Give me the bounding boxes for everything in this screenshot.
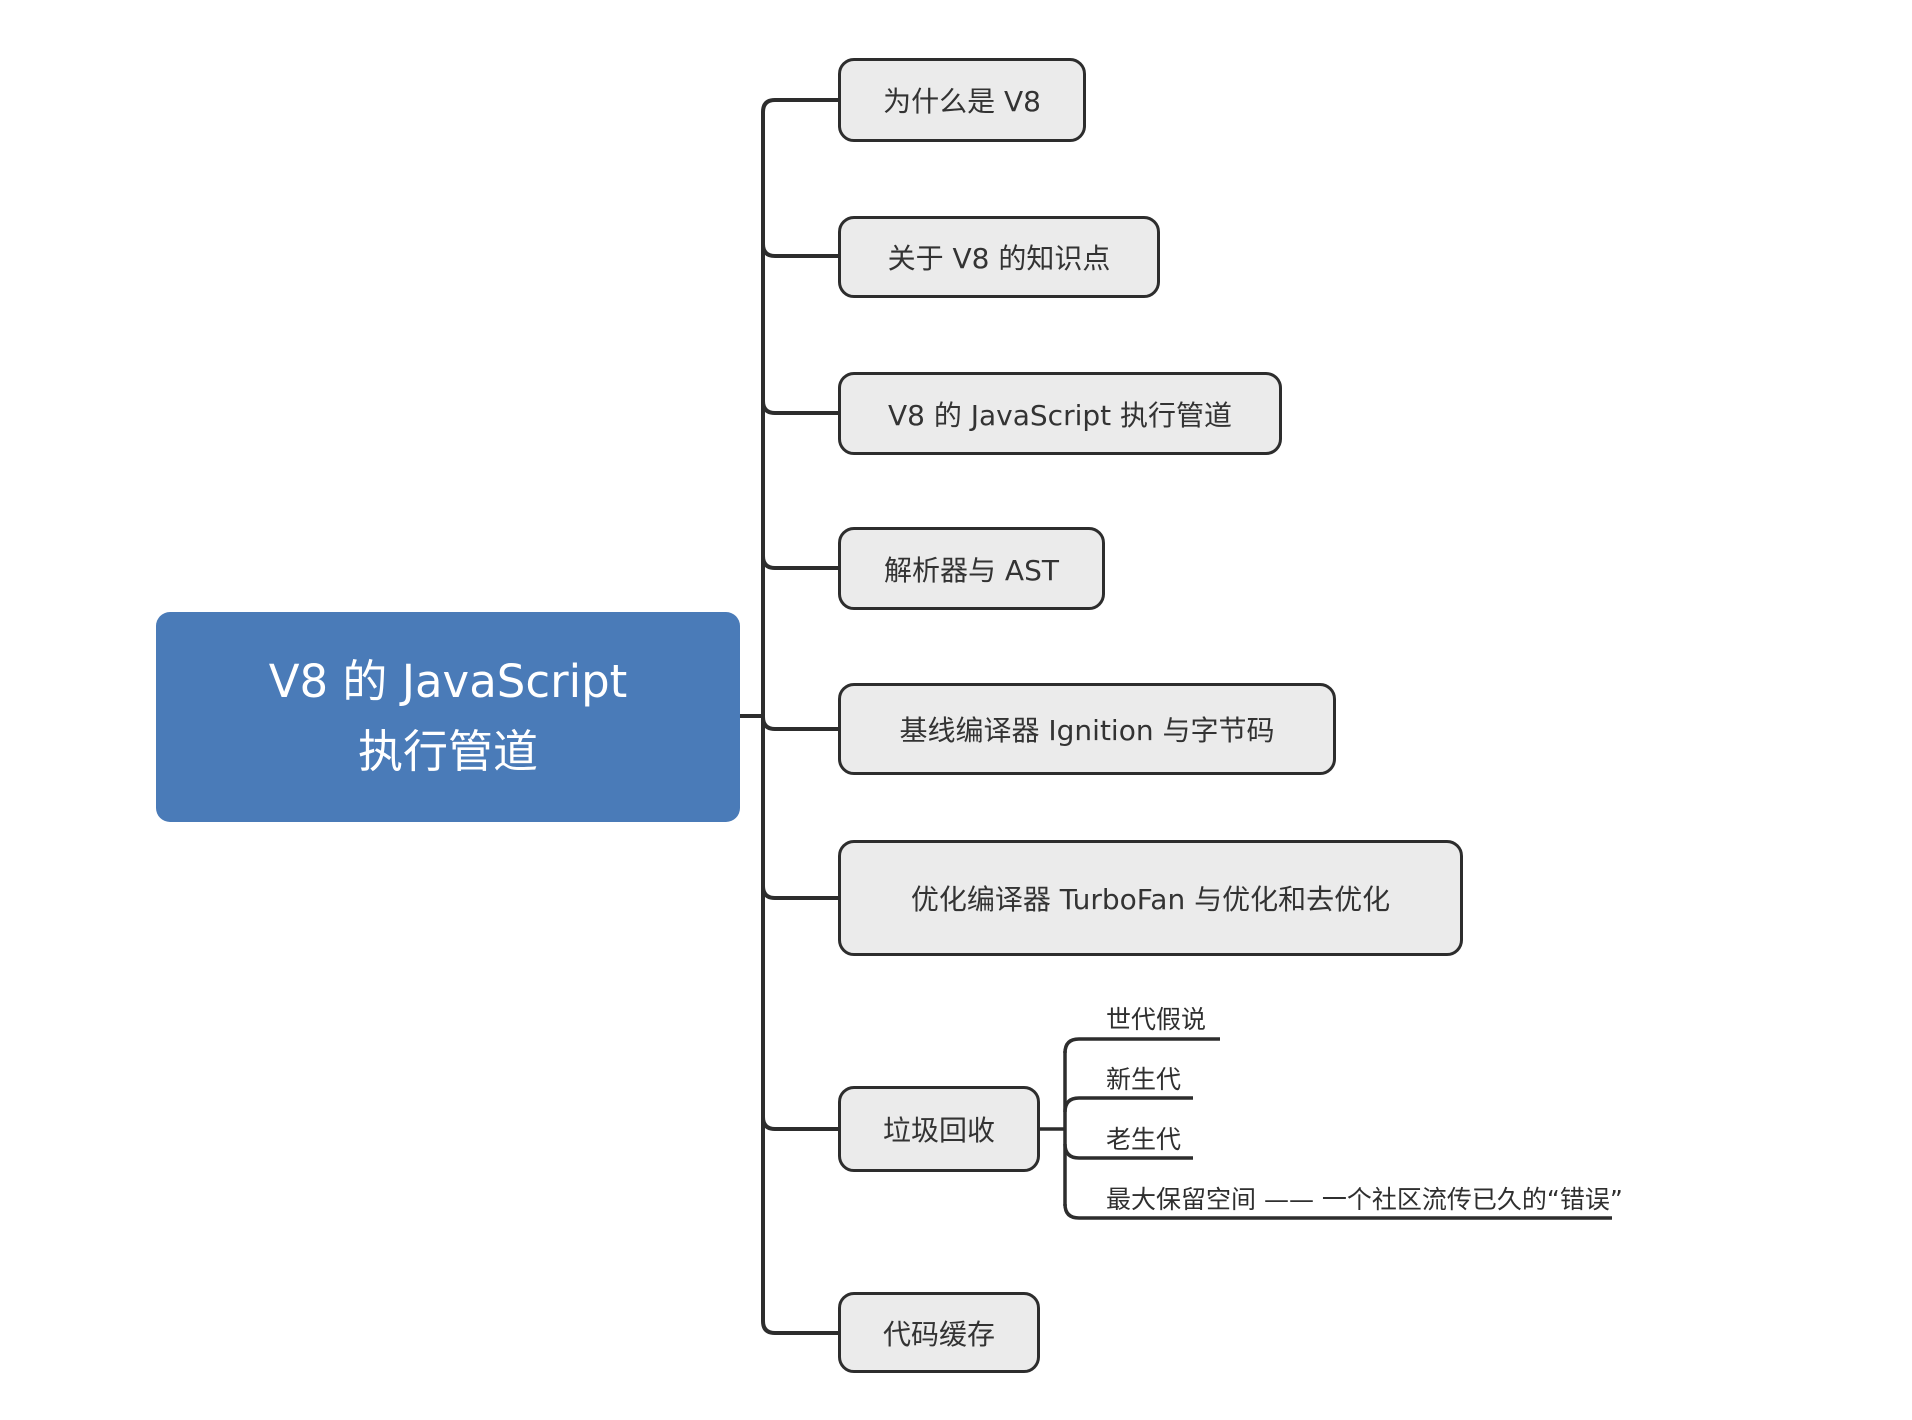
branch-label: 关于 V8 的知识点 bbox=[887, 242, 1111, 275]
branch-label: 代码缓存 bbox=[882, 1317, 995, 1351]
branch-stub-about-v8 bbox=[761, 243, 838, 258]
gc-child-old-space[interactable]: 老生代 bbox=[1106, 1125, 1182, 1154]
gc-child-underline-old-space bbox=[1063, 1143, 1193, 1160]
branch-stub-pipeline bbox=[761, 400, 838, 415]
gc-child-underline-new-space bbox=[1063, 1096, 1193, 1113]
branch-label: 解析器与 AST bbox=[884, 553, 1059, 587]
gc-child-underline-max-reserved-space bbox=[1063, 1203, 1612, 1220]
root-label-line2: 执行管道 bbox=[357, 725, 538, 778]
gc-child-new-space[interactable]: 新生代 bbox=[1106, 1065, 1182, 1094]
branch-stub-turbofan bbox=[761, 885, 838, 900]
branch-node-about-v8[interactable]: 关于 V8 的知识点 bbox=[838, 216, 1160, 298]
gc-child-max-reserved-space[interactable]: 最大保留空间 —— 一个社区流传已久的“错误” bbox=[1106, 1185, 1623, 1214]
branch-node-code-cache[interactable]: 代码缓存 bbox=[838, 1292, 1040, 1373]
gc-child-generational-hypothesis[interactable]: 世代假说 bbox=[1106, 1005, 1207, 1034]
branch-node-turbofan-optimization[interactable]: 优化编译器 TurboFan 与优化和去优化 bbox=[838, 840, 1463, 956]
gc-child-underline-generational-hypothesis bbox=[1063, 1037, 1220, 1054]
branch-label: 垃圾回收 bbox=[882, 1114, 995, 1147]
branch-node-garbage-collection[interactable]: 垃圾回收 bbox=[838, 1086, 1040, 1172]
root-node[interactable]: V8 的 JavaScript 执行管道 bbox=[156, 612, 740, 822]
trunk-line bbox=[761, 98, 838, 1335]
branch-node-why-v8[interactable]: 为什么是 V8 bbox=[838, 58, 1086, 142]
root-label-line1: V8 的 JavaScript bbox=[268, 655, 628, 709]
branch-node-v8-js-pipeline[interactable]: V8 的 JavaScript 执行管道 bbox=[838, 372, 1282, 455]
branch-label: V8 的 JavaScript 执行管道 bbox=[887, 398, 1233, 432]
branch-label: 优化编译器 TurboFan 与优化和去优化 bbox=[910, 883, 1391, 916]
branch-stub-parser-ast bbox=[761, 555, 838, 570]
branch-label: 基线编译器 Ignition 与字节码 bbox=[899, 714, 1275, 747]
branch-node-ignition-bytecode[interactable]: 基线编译器 Ignition 与字节码 bbox=[838, 683, 1336, 775]
branch-stub-gc bbox=[761, 1116, 838, 1131]
branch-label: 为什么是 V8 bbox=[883, 85, 1041, 118]
branch-node-parser-ast[interactable]: 解析器与 AST bbox=[838, 527, 1105, 610]
branch-stub-ignition bbox=[761, 716, 838, 731]
